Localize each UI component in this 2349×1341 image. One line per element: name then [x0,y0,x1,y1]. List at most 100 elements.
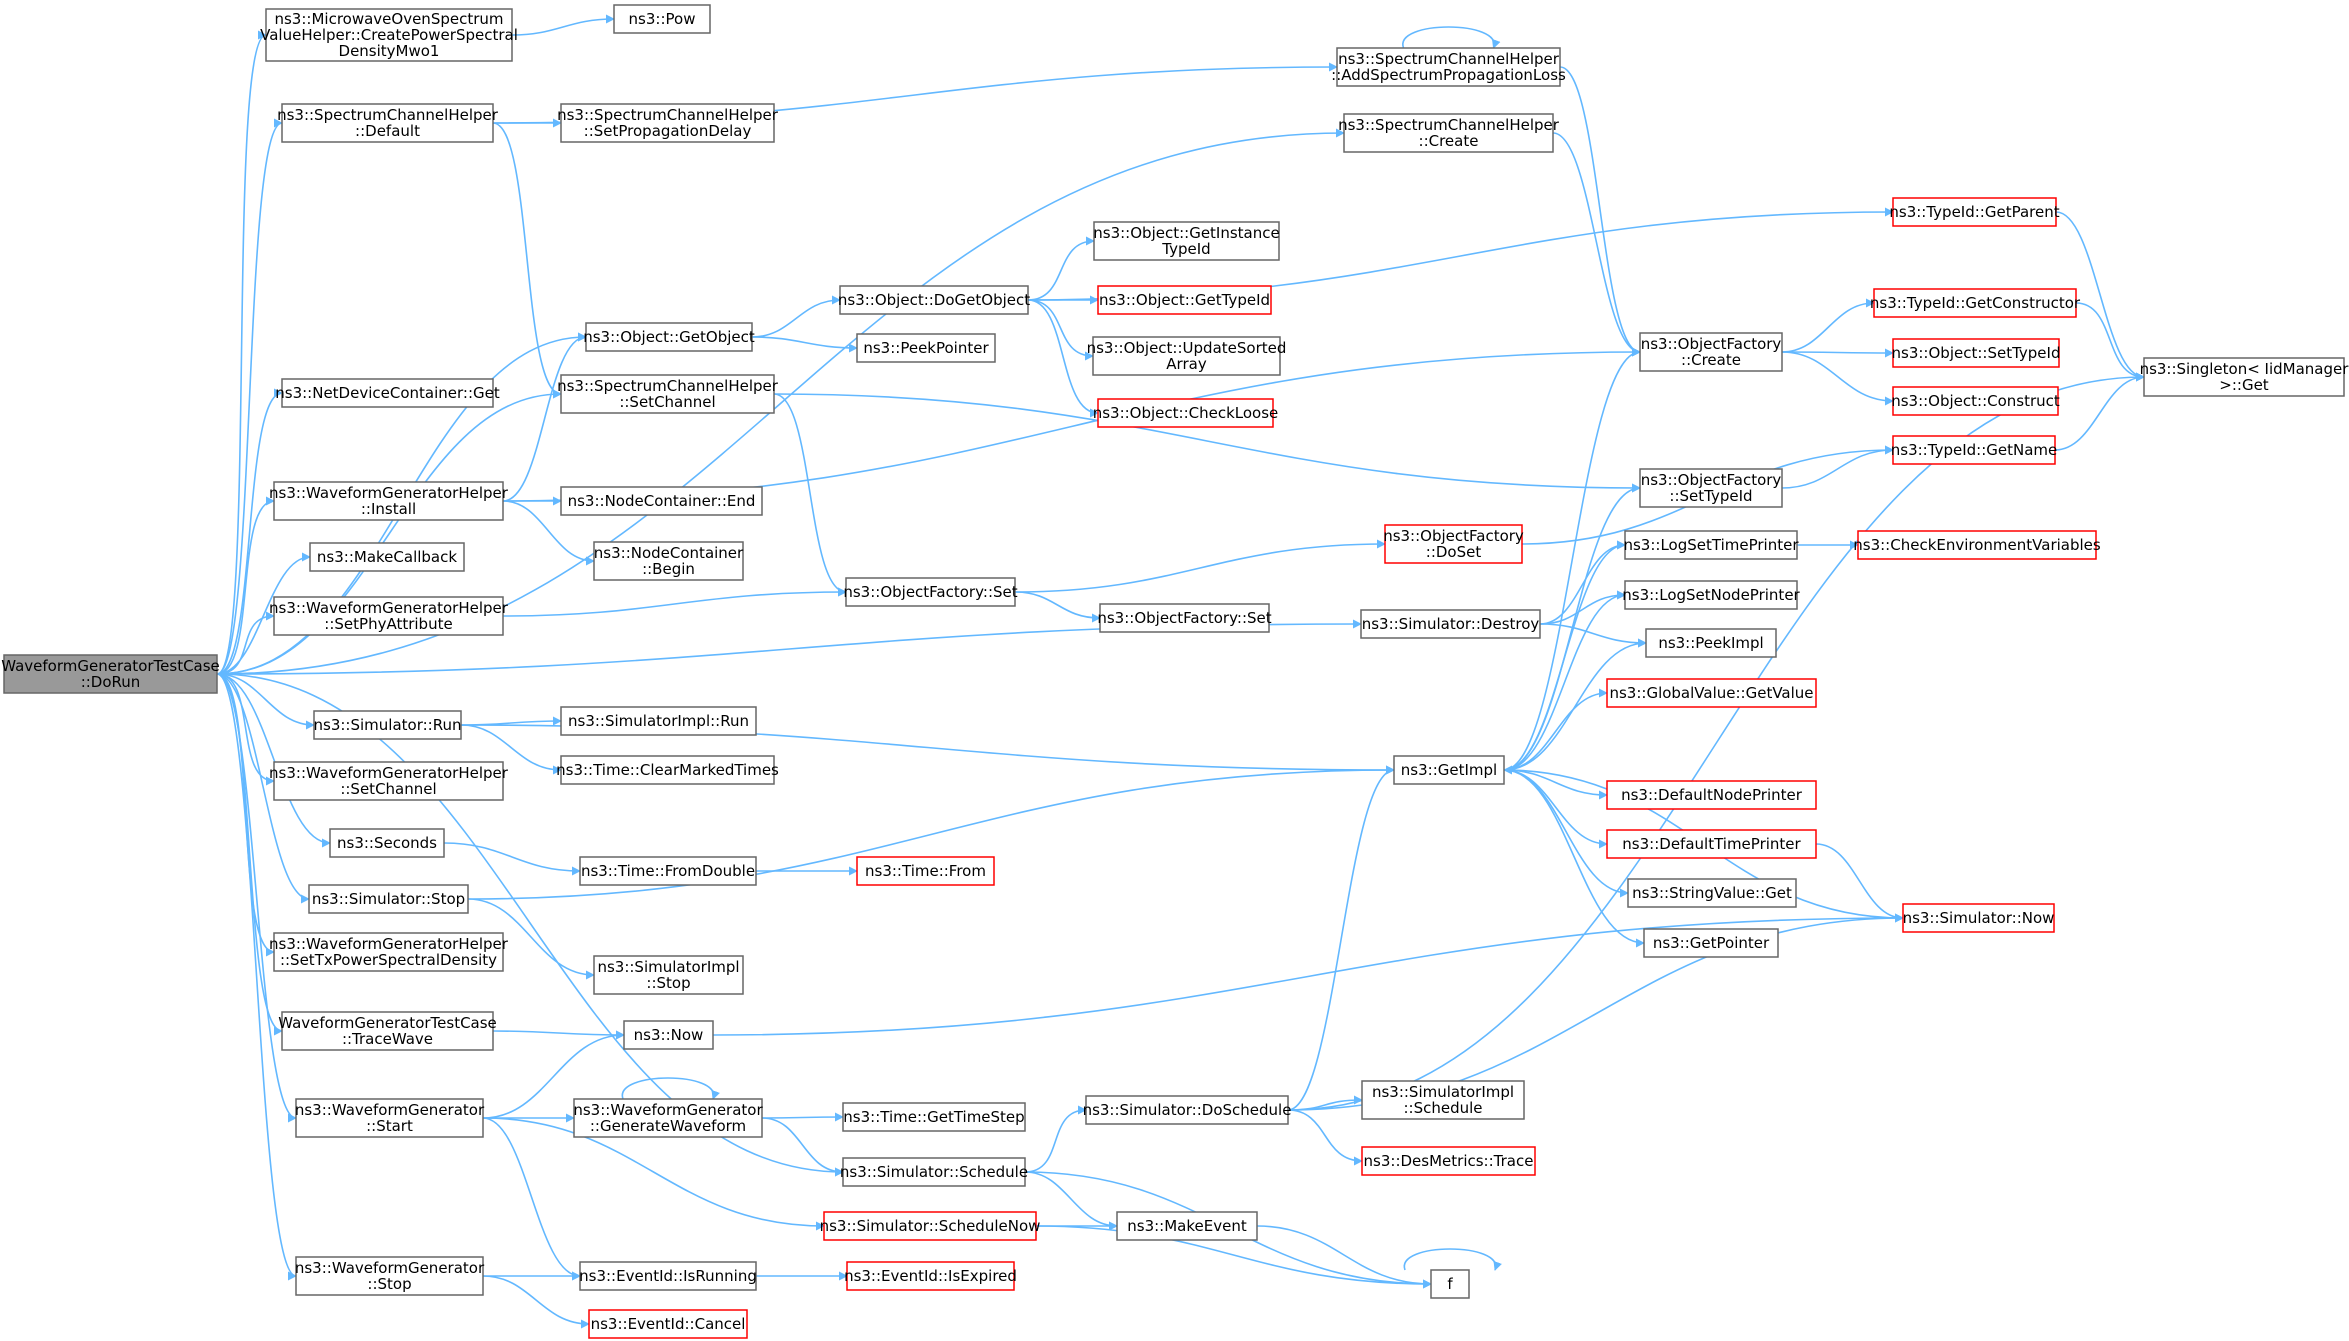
node-box[interactable] [1892,386,2059,416]
node-eventid_isexpired[interactable]: ns3::EventId::IsExpired [844,1261,1017,1291]
node-box[interactable] [1336,47,1561,87]
node-box[interactable] [560,755,775,785]
node-box[interactable] [579,1261,757,1291]
node-box[interactable] [1097,398,1274,428]
node-box[interactable] [295,1256,484,1296]
node-getimpl[interactable]: ns3::GetImpl [1393,755,1505,785]
node-box[interactable] [1606,829,1817,859]
node-box[interactable] [281,1011,494,1051]
node-obj_getobject[interactable]: ns3::Object::GetObject [583,322,755,352]
node-pow[interactable]: ns3::Pow [613,4,711,34]
node-box[interactable] [1116,1211,1258,1241]
node-box[interactable] [1361,1146,1536,1176]
node-time_fromdouble[interactable]: ns3::Time::FromDouble [579,856,757,886]
node-box[interactable] [823,1211,1037,1241]
node-sch_setprop[interactable]: ns3::SpectrumChannelHelper::SetPropagati… [557,103,779,143]
node-wg_generate[interactable]: ns3::WaveformGenerator::GenerateWaveform [573,1098,763,1138]
node-eventid_isrunning[interactable]: ns3::EventId::IsRunning [579,1261,757,1291]
node-box[interactable] [1085,1095,1289,1125]
node-box[interactable] [1873,288,2077,318]
node-nc_end[interactable]: ns3::NodeContainer::End [560,486,763,516]
node-box[interactable] [1645,628,1777,658]
node-box[interactable] [1093,221,1280,261]
node-box[interactable] [309,542,465,572]
node-box[interactable] [593,541,744,581]
node-box[interactable] [1892,435,2056,465]
node-typeid_getconstructor[interactable]: ns3::TypeId::GetConstructor [1870,288,2081,318]
node-getpointer[interactable]: ns3::GetPointer [1643,928,1779,958]
node-box[interactable] [1643,928,1779,958]
node-box[interactable] [3,654,218,694]
node-simimpl_run[interactable]: ns3::SimulatorImpl::Run [560,706,757,736]
node-box[interactable] [1092,336,1281,376]
node-sim_run[interactable]: ns3::Simulator::Run [313,710,462,740]
node-f[interactable]: f [1430,1269,1470,1299]
node-box[interactable] [265,8,513,62]
node-sim_stop[interactable]: ns3::Simulator::Stop [308,884,469,914]
node-box[interactable] [308,884,469,914]
node-box[interactable] [842,1157,1026,1187]
node-box[interactable] [1606,678,1817,708]
node-sch_default[interactable]: ns3::SpectrumChannelHelper::Default [277,103,499,143]
node-box[interactable] [856,333,996,363]
node-box[interactable] [1639,468,1783,508]
node-box[interactable] [281,103,494,143]
node-of_set[interactable]: ns3::ObjectFactory::Set [843,577,1018,607]
node-box[interactable] [1624,530,1798,560]
node-simimpl_schedule[interactable]: ns3::SimulatorImpl::Schedule [1361,1080,1525,1120]
node-box[interactable] [313,710,462,740]
node-time_clearmarked[interactable]: ns3::Time::ClearMarkedTimes [556,755,779,785]
node-box[interactable] [1384,524,1523,564]
node-box[interactable] [273,761,504,801]
node-nc_begin[interactable]: ns3::NodeContainer::Begin [593,541,744,581]
node-wg_stop[interactable]: ns3::WaveformGenerator::Stop [295,1256,485,1296]
node-box[interactable] [2143,357,2345,397]
node-peekimpl[interactable]: ns3::PeekImpl [1645,628,1777,658]
node-box[interactable] [560,374,775,414]
node-obj_gettypeid[interactable]: ns3::Object::GetTypeId [1097,285,1272,315]
node-sim_schedulenow[interactable]: ns3::Simulator::ScheduleNow [820,1211,1041,1241]
node-box[interactable] [1627,878,1797,908]
node-box[interactable] [1892,197,2057,227]
node-wgh_setphy[interactable]: ns3::WaveformGeneratorHelper::SetPhyAttr… [269,596,509,636]
node-defaulttimeprinter[interactable]: ns3::DefaultTimePrinter [1606,829,1817,859]
node-logsetnodeprinter[interactable]: ns3::LogSetNodePrinter [1622,580,1801,610]
node-now[interactable]: ns3::Now [623,1020,714,1050]
node-box[interactable] [273,932,504,972]
node-box[interactable] [1624,580,1798,610]
node-sch_create[interactable]: ns3::SpectrumChannelHelper::Create [1338,113,1560,153]
node-box[interactable] [846,1261,1015,1291]
node-time_from[interactable]: ns3::Time::From [856,856,995,886]
node-typeid_getparent[interactable]: ns3::TypeId::GetParent [1889,197,2060,227]
node-gv_getvalue[interactable]: ns3::GlobalValue::GetValue [1606,678,1817,708]
node-box[interactable] [856,856,995,886]
node-box[interactable] [839,285,1029,315]
node-seconds[interactable]: ns3::Seconds [329,828,445,858]
node-sim_now[interactable]: ns3::Simulator::Now [1902,903,2055,933]
node-box[interactable] [1892,338,2060,368]
node-box[interactable] [593,955,744,995]
node-box[interactable] [588,1309,748,1339]
node-of_settypeid[interactable]: ns3::ObjectFactory::SetTypeId [1639,468,1783,508]
node-box[interactable] [273,596,504,636]
node-eventid_cancel[interactable]: ns3::EventId::Cancel [588,1309,748,1339]
node-box[interactable] [560,103,775,143]
node-wg_start[interactable]: ns3::WaveformGenerator::Start [295,1098,485,1138]
node-of_create[interactable]: ns3::ObjectFactory::Create [1639,332,1783,372]
node-box[interactable] [1343,113,1554,153]
node-box[interactable] [579,856,757,886]
node-defaultnodeprinter[interactable]: ns3::DefaultNodePrinter [1606,780,1817,810]
node-sim_schedule[interactable]: ns3::Simulator::Schedule [840,1157,1028,1187]
node-makecallback[interactable]: ns3::MakeCallback [309,542,465,572]
node-box[interactable] [281,378,494,408]
node-obj_construct[interactable]: ns3::Object::Construct [1891,386,2060,416]
node-box[interactable] [295,1098,484,1138]
node-typeid_getname[interactable]: ns3::TypeId::GetName [1891,435,2057,465]
node-peekpointer[interactable]: ns3::PeekPointer [856,333,996,363]
node-box[interactable] [1361,1080,1525,1120]
node-ndc_get[interactable]: ns3::NetDeviceContainer::Get [275,378,500,408]
node-of_set2[interactable]: ns3::ObjectFactory::Set [1097,603,1272,633]
node-box[interactable] [623,1020,714,1050]
node-box[interactable] [573,1098,763,1138]
